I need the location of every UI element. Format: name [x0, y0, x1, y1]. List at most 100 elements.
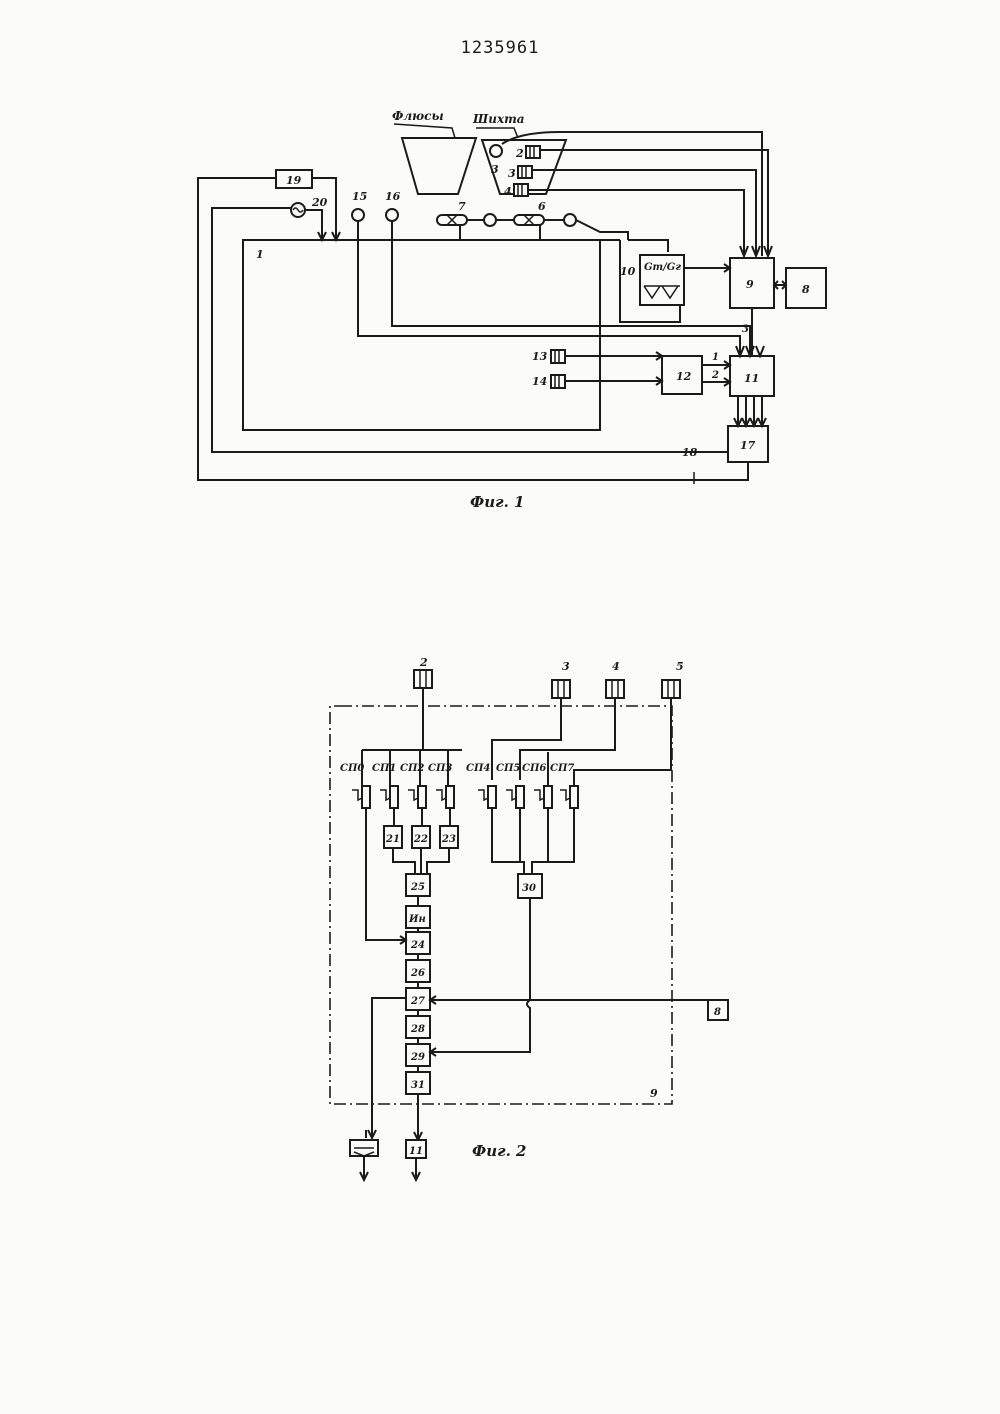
block-26-label: 26	[410, 968, 425, 979]
label-10: 10	[620, 265, 636, 278]
label-in3: 3	[742, 324, 749, 335]
feed-lines-to-furnace	[460, 225, 620, 240]
links-21-23-to-25	[393, 848, 449, 874]
link-9-8	[774, 281, 786, 289]
block-in-label: Ин	[408, 914, 426, 925]
link-10-9	[684, 264, 730, 272]
sensor-4-label: 4	[612, 660, 620, 673]
label-8: 8	[802, 283, 810, 296]
links-13-14-to-12	[565, 352, 662, 385]
label-6: 6	[538, 200, 546, 213]
block-23-label: 23	[441, 834, 456, 845]
sp5-label: СП5	[496, 763, 520, 774]
level-sensor-icon	[490, 145, 502, 157]
label-7: 7	[458, 200, 466, 213]
output-31-down	[414, 1094, 422, 1140]
block-22-label: 22	[413, 834, 428, 845]
pot-sp4	[488, 786, 496, 808]
gauge-15-icon	[352, 209, 364, 221]
block-8-ref-label: 8	[714, 1007, 721, 1018]
pot-sp0-wiper	[352, 790, 362, 800]
sp0-label: СП0	[340, 763, 364, 774]
gauge-16-icon	[386, 209, 398, 221]
sensor-14	[551, 375, 565, 388]
label-13: 13	[532, 350, 548, 363]
feed-line-to-10	[576, 220, 628, 240]
label-11: 11	[744, 372, 759, 385]
pot-sp1	[390, 786, 398, 808]
block-27-label: 27	[410, 996, 425, 1007]
label-20: 20	[311, 196, 328, 209]
charge-pointer	[476, 128, 518, 138]
label-4: 4	[504, 185, 512, 198]
label-in1: 1	[712, 352, 719, 363]
potentiometers	[352, 786, 578, 808]
charge-label: Шихта	[472, 112, 525, 126]
label-18: 18	[682, 446, 698, 459]
sensor-3	[518, 166, 532, 178]
pot-sp4-wiper	[478, 790, 488, 800]
sensor-2-label: 2	[419, 656, 428, 669]
pot-sp7-wiper	[560, 790, 570, 800]
label-16: 16	[385, 190, 401, 203]
sp7-label: СП7	[550, 763, 574, 774]
output-11-arrow	[412, 1158, 420, 1180]
output-device-arrow	[360, 1156, 368, 1180]
pot-sp3-wiper	[436, 790, 446, 800]
label-12: 12	[676, 370, 692, 383]
pot-sp5	[516, 786, 524, 808]
label-2: 2	[515, 147, 524, 160]
pot-sp5-wiper	[506, 790, 516, 800]
label-9: 9	[746, 278, 754, 291]
sensor-2	[526, 146, 540, 158]
block-30-label: 30	[522, 883, 536, 894]
pot-sp7	[570, 786, 578, 808]
fig2-caption: Фиг. 2	[472, 1142, 526, 1160]
pot-sp1-wiper	[380, 790, 390, 800]
link-20-to-furnace	[305, 210, 326, 240]
block-24-label: 24	[410, 940, 425, 951]
conveyor-6-drive-icon	[564, 214, 576, 226]
sp4-label: СП4	[466, 763, 490, 774]
label-19: 19	[286, 174, 302, 187]
sensor-5-label: 5	[676, 660, 684, 673]
block-31-label: 31	[411, 1080, 425, 1091]
block-28-label: 28	[410, 1024, 425, 1035]
line-sensor-4-to-9	[528, 190, 744, 256]
pot-sp2-wiper	[408, 790, 418, 800]
links-pots-to-30	[492, 808, 574, 874]
flux-label: Флюсы	[392, 109, 444, 123]
links-pots-to-21-23	[394, 808, 450, 826]
label-3: 3	[508, 167, 516, 180]
pot-sp3	[446, 786, 454, 808]
sp1-label: СП1	[372, 763, 396, 774]
output-27-down	[372, 998, 406, 1138]
line-sensor-5	[574, 698, 671, 788]
label-1: 1	[256, 248, 264, 261]
label-15: 15	[352, 190, 367, 203]
block-29-label: 29	[410, 1052, 425, 1063]
line-sensor-3-to-9	[532, 170, 756, 256]
flux-pointer	[394, 124, 455, 138]
flux-hopper	[402, 138, 476, 194]
figure-1: Флюсы Шихта 3 2 3 4	[198, 109, 826, 511]
sensor-4	[514, 184, 528, 196]
pot-sp2	[418, 786, 426, 808]
loop-17-to-19	[198, 178, 748, 480]
link-8-to-27	[430, 996, 708, 1004]
link-30-to-29	[430, 898, 530, 1056]
frame-9-label: 9	[650, 1087, 658, 1100]
block-10-ratio: Gт/Gг	[644, 262, 681, 273]
label-17: 17	[740, 439, 756, 452]
sensor-box-3	[552, 680, 570, 698]
pot-sp6	[544, 786, 552, 808]
figure-2: 9 2 3 4 5 СП0 СП1 СП2 СП3	[330, 656, 728, 1180]
label-in2: 2	[711, 370, 719, 381]
sensor-box-5	[662, 680, 680, 698]
conveyor-7-drive-icon	[484, 214, 496, 226]
label-14: 14	[532, 375, 547, 388]
sp3-label: СП3	[428, 763, 452, 774]
sp6-label: СП6	[522, 763, 546, 774]
pot-sp6-wiper	[534, 790, 544, 800]
